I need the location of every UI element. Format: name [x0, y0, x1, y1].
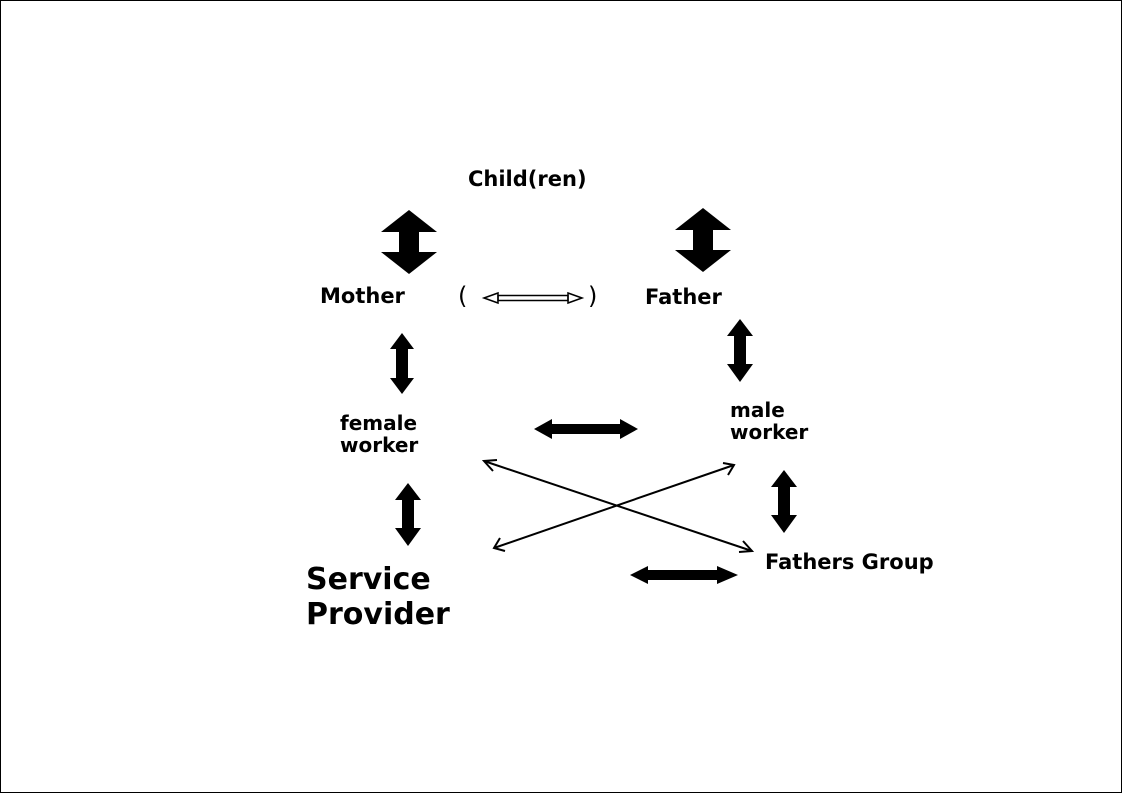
node-mother: Mother — [320, 284, 405, 308]
arrow-service-provider-fathers-group — [630, 566, 738, 584]
arrow-mother-father — [481, 291, 585, 305]
paren-open: ( — [458, 282, 468, 310]
node-male-worker: male worker — [730, 398, 809, 445]
arrow-female-male-worker — [534, 419, 638, 439]
node-child: Child(ren) — [468, 167, 587, 191]
arrow-child-father — [675, 208, 731, 272]
arrow-father-male-worker — [727, 319, 753, 382]
node-father: Father — [645, 285, 722, 309]
paren-close: ) — [588, 282, 598, 310]
arrow-female-worker-service-provider — [395, 483, 421, 546]
node-fathers-group: Fathers Group — [765, 550, 934, 574]
node-service-provider: Service Provider — [306, 562, 450, 633]
node-female-worker: female worker — [340, 411, 419, 458]
arrow-mother-female-worker — [390, 333, 414, 394]
arrow-male-worker-fathers-group — [771, 470, 797, 533]
arrow-male-worker-service-provider — [492, 462, 736, 552]
arrow-child-mother — [381, 210, 437, 274]
